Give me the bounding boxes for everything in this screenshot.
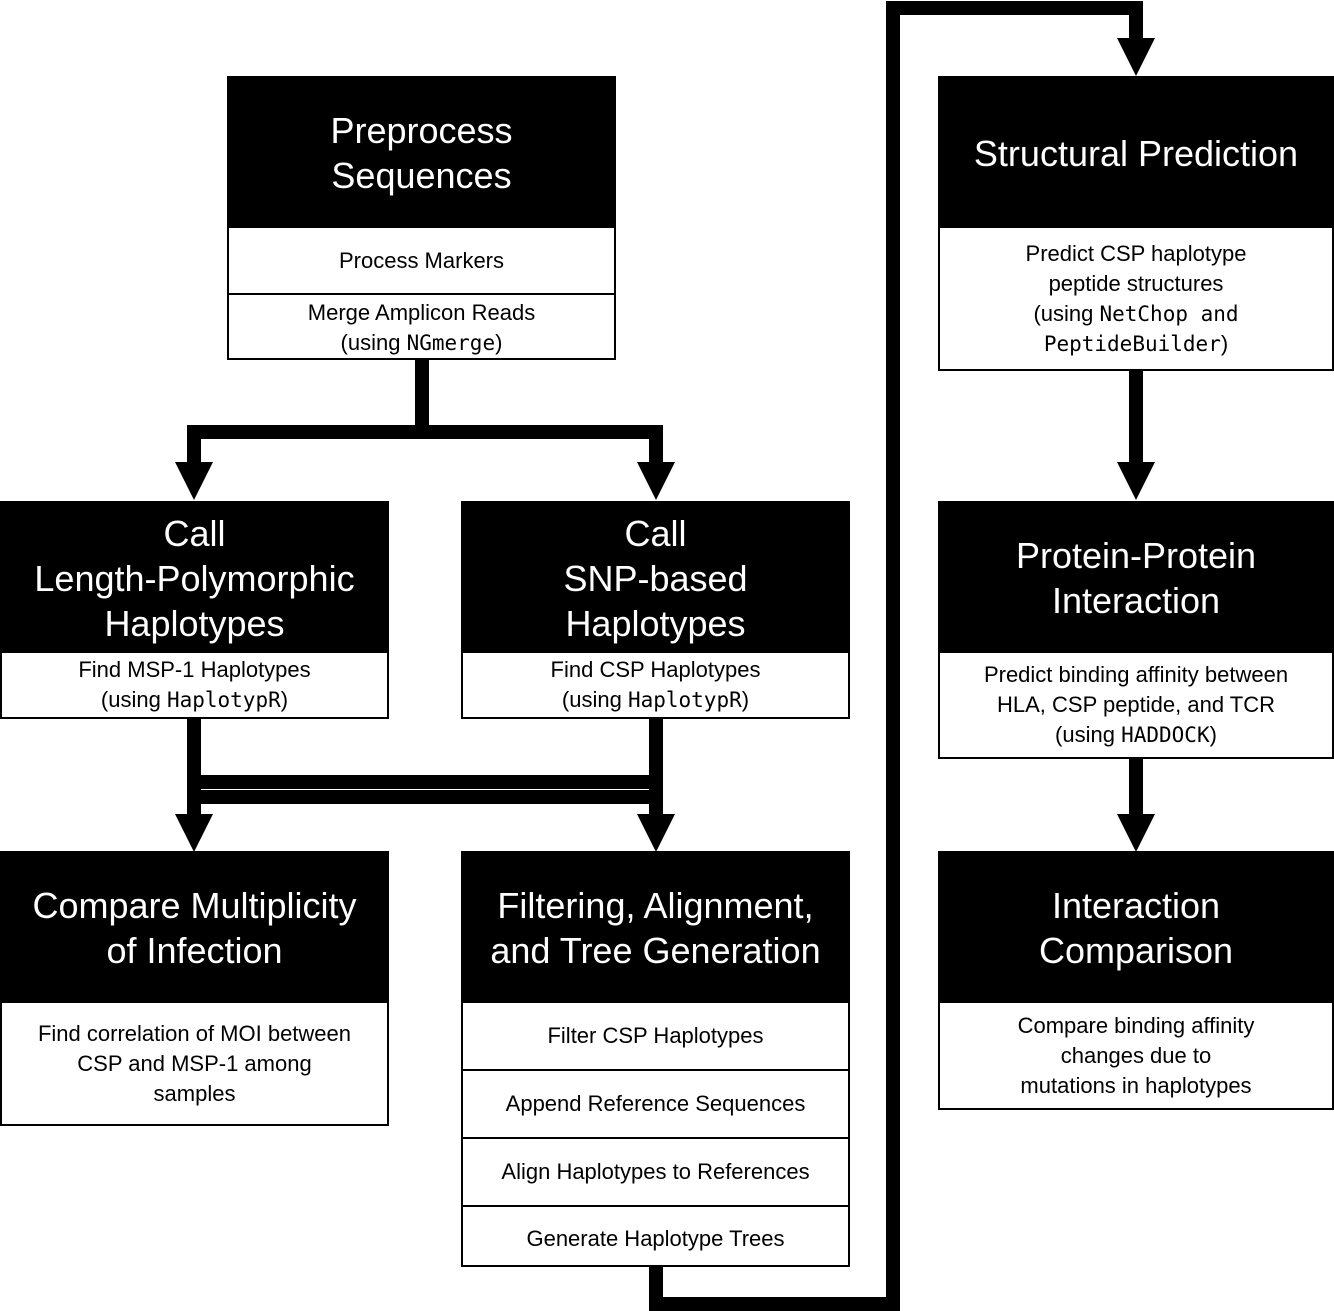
tool-prefix: (using (100, 687, 167, 712)
title-line: Filtering, Alignment, (497, 885, 814, 926)
tool-prefix: (using (1033, 300, 1100, 326)
tool-line: (using HaplotypR) (101, 685, 288, 715)
step-label: Process Markers (338, 247, 505, 273)
step-label: Align Haplotypes to References (501, 1159, 810, 1184)
arrowhead-ppi (1117, 462, 1155, 500)
title-line: Preprocess (330, 110, 513, 151)
step-label: Find correlation of MOI between (37, 1020, 352, 1046)
interaction-comparison-title: Interaction Comparison (940, 853, 1332, 1003)
call-length-box: Call Length-Polymorphic Haplotypes Find … (0, 501, 389, 719)
moi-correlation-step: Find correlation of MOI between CSP and … (2, 1003, 387, 1124)
ppi-box: Protein-Protein Interaction Predict bind… (938, 501, 1334, 759)
structural-box: Structural Prediction Predict CSP haplot… (938, 76, 1334, 371)
interaction-comparison-box: Interaction Comparison Compare binding a… (938, 851, 1334, 1110)
preprocess-title: Preprocess Sequences (229, 78, 614, 228)
tool-name: NGmerge (406, 330, 496, 355)
step-label: CSP and MSP-1 among (77, 1050, 312, 1076)
title-line: Comparison (1038, 930, 1234, 971)
filter-step: Filter CSP Haplotypes (463, 1003, 848, 1069)
compare-moi-title: Compare Multiplicity of Infection (2, 853, 387, 1003)
tool-suffix: ) (1209, 722, 1217, 747)
tool-name: PeptideBuilder (1043, 331, 1221, 356)
find-msp1-step: Find MSP-1 Haplotypes (using HaplotypR) (2, 653, 387, 717)
step-label: Generate Haplotype Trees (526, 1226, 785, 1251)
arrowhead-call-snp (637, 462, 675, 500)
tool-prefix: (using (1055, 722, 1122, 747)
tool-suffix: ) (1220, 330, 1229, 356)
title-line: Structural Prediction (973, 132, 1299, 174)
step-label: mutations in haplotypes (1020, 1072, 1252, 1098)
title-line: Sequences (331, 155, 512, 196)
append-reference-step: Append Reference Sequences (463, 1069, 848, 1137)
title-line: Interaction (1051, 580, 1221, 621)
align-step: Align Haplotypes to References (463, 1137, 848, 1205)
step-label: Find CSP Haplotypes (550, 657, 761, 682)
step-label: changes due to (1060, 1042, 1212, 1068)
step-label: Predict binding affinity between (983, 662, 1289, 687)
tool-line: (using HaplotypR) (562, 685, 749, 715)
step-label: HLA, CSP peptide, and TCR (996, 692, 1275, 717)
title-line: and Tree Generation (490, 930, 821, 971)
preprocess-box: Preprocess Sequences Process Markers Mer… (227, 76, 616, 360)
predict-binding-step: Predict binding affinity between HLA, CS… (940, 653, 1332, 757)
title-line: of Infection (106, 930, 283, 971)
filtering-title: Filtering, Alignment, and Tree Generatio… (463, 853, 848, 1003)
connector-to-call-length (187, 425, 422, 468)
structural-title: Structural Prediction (940, 78, 1332, 228)
generate-trees-step: Generate Haplotype Trees (463, 1205, 848, 1271)
tool-line: (using HADDOCK) (1055, 720, 1217, 750)
compare-moi-box: Compare Multiplicity of Infection Find c… (0, 851, 389, 1126)
tool-suffix: ) (280, 687, 289, 712)
step-label: Find MSP-1 Haplotypes (78, 657, 311, 682)
tool-prefix: (using (340, 329, 407, 355)
arrowhead-interaction-comparison (1117, 814, 1155, 852)
tool-prefix: (using (561, 687, 628, 712)
tool-suffix: ) (741, 687, 750, 712)
tool-line: (using NGmerge) (341, 328, 503, 358)
step-label: Append Reference Sequences (505, 1091, 806, 1116)
arrowhead-call-length (175, 462, 213, 500)
compare-affinity-step: Compare binding affinity changes due to … (940, 1003, 1332, 1108)
arrowhead-structural (1117, 38, 1155, 76)
step-label: Compare binding affinity (1017, 1012, 1255, 1038)
title-line: Protein-Protein (1015, 535, 1257, 576)
tool-name: NetChop and (1099, 301, 1239, 326)
connector-to-call-snp (422, 425, 663, 468)
predict-structures-step: Predict CSP haplotype peptide structures… (940, 228, 1332, 369)
arrowhead-filtering (637, 814, 675, 852)
step-label: Merge Amplicon Reads (307, 299, 536, 325)
tool-name: HADDOCK (1121, 723, 1210, 747)
title-line: SNP-based (563, 557, 748, 599)
tool-line: PeptideBuilder) (1044, 329, 1228, 359)
tool-name: HaplotypR (166, 688, 281, 712)
ppi-title: Protein-Protein Interaction (940, 503, 1332, 653)
tool-suffix: ) (495, 329, 503, 355)
step-label: samples (153, 1080, 236, 1106)
call-length-title: Call Length-Polymorphic Haplotypes (2, 503, 387, 653)
find-csp-step: Find CSP Haplotypes (using HaplotypR) (463, 653, 848, 717)
step-label: Predict CSP haplotype (1025, 240, 1247, 266)
title-line: Compare Multiplicity (32, 885, 357, 926)
connector-filtering-to-structural (649, 1, 1143, 1311)
merge-reads-step: Merge Amplicon Reads (using NGmerge) (229, 293, 614, 360)
tool-line: (using NetChop and (1033, 299, 1238, 329)
process-markers-step: Process Markers (229, 228, 614, 293)
title-line: Haplotypes (104, 602, 285, 644)
filtering-box: Filtering, Alignment, and Tree Generatio… (461, 851, 850, 1267)
call-snp-box: Call SNP-based Haplotypes Find CSP Haplo… (461, 501, 850, 719)
step-label: peptide structures (1048, 270, 1224, 296)
title-line: Call (163, 512, 226, 554)
step-label: Filter CSP Haplotypes (547, 1023, 764, 1048)
title-line: Call (624, 512, 687, 554)
arrowhead-compare-moi (175, 814, 213, 852)
tool-name: HaplotypR (627, 688, 742, 712)
title-line: Haplotypes (565, 602, 746, 644)
title-line: Length-Polymorphic (34, 557, 355, 599)
title-line: Interaction (1051, 885, 1221, 926)
call-snp-title: Call SNP-based Haplotypes (463, 503, 848, 653)
